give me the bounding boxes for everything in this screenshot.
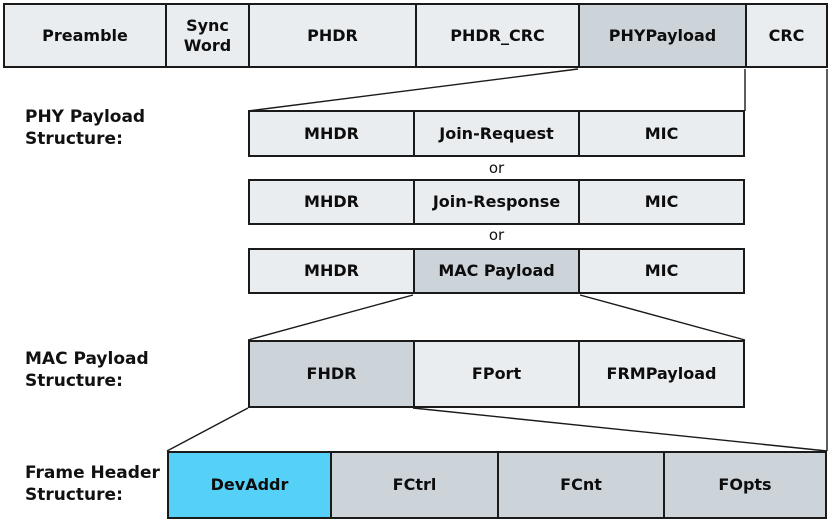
- cell-mhdr: MHDR: [250, 181, 413, 223]
- cell-phdr: PHDR: [248, 5, 415, 66]
- cell-mhdr: MHDR: [250, 250, 413, 292]
- phy-payload-structure-label: PHY Payload Structure:: [25, 107, 146, 149]
- cell-phdr-crc: PHDR_CRC: [415, 5, 578, 66]
- frame-header-row: DevAddr FCtrl FCnt FOpts: [167, 451, 827, 519]
- mac-payload-structure-label: MAC Payload Structure:: [25, 349, 149, 391]
- mac-payload-row: FHDR FPort FRMPayload: [248, 340, 745, 408]
- frame-header-structure-label: Frame Header Structure:: [25, 463, 160, 505]
- phy-payload-row-join-response: MHDR Join-Response MIC: [248, 179, 745, 225]
- cell-crc: CRC: [745, 5, 826, 66]
- cell-frmpayload: FRMPayload: [578, 342, 743, 406]
- cell-fopts: FOpts: [663, 453, 825, 517]
- cell-mic: MIC: [578, 250, 743, 292]
- cell-devaddr: DevAddr: [169, 453, 330, 517]
- cell-mic: MIC: [578, 181, 743, 223]
- cell-fhdr: FHDR: [250, 342, 413, 406]
- phypayload-left-diagonal: [247, 68, 579, 112]
- physical-packet-row: Preamble Sync Word PHDR PHDR_CRC PHYPayl…: [3, 3, 828, 68]
- macpayload-right-diagonal: [579, 294, 746, 341]
- fhdr-left-diagonal: [166, 407, 249, 452]
- cell-fport: FPort: [413, 342, 578, 406]
- cell-fctrl: FCtrl: [330, 453, 497, 517]
- or-separator-2: or: [488, 226, 505, 244]
- or-separator-1: or: [488, 159, 505, 177]
- cell-phypayload: PHYPayload: [578, 5, 745, 66]
- cell-mac-payload: MAC Payload: [413, 250, 578, 292]
- cell-join-response: Join-Response: [413, 181, 578, 223]
- fhdr-right-diagonal: [412, 407, 828, 452]
- cell-join-request: Join-Request: [413, 112, 578, 155]
- phy-payload-row-mac-payload: MHDR MAC Payload MIC: [248, 248, 745, 294]
- phy-payload-row-join-request: MHDR Join-Request MIC: [248, 110, 745, 157]
- cell-mic: MIC: [578, 112, 743, 155]
- cell-preamble: Preamble: [5, 5, 165, 66]
- cell-fcnt: FCnt: [497, 453, 663, 517]
- cell-sync-word: Sync Word: [165, 5, 248, 66]
- cell-mhdr: MHDR: [250, 112, 413, 155]
- macpayload-left-diagonal: [247, 294, 414, 341]
